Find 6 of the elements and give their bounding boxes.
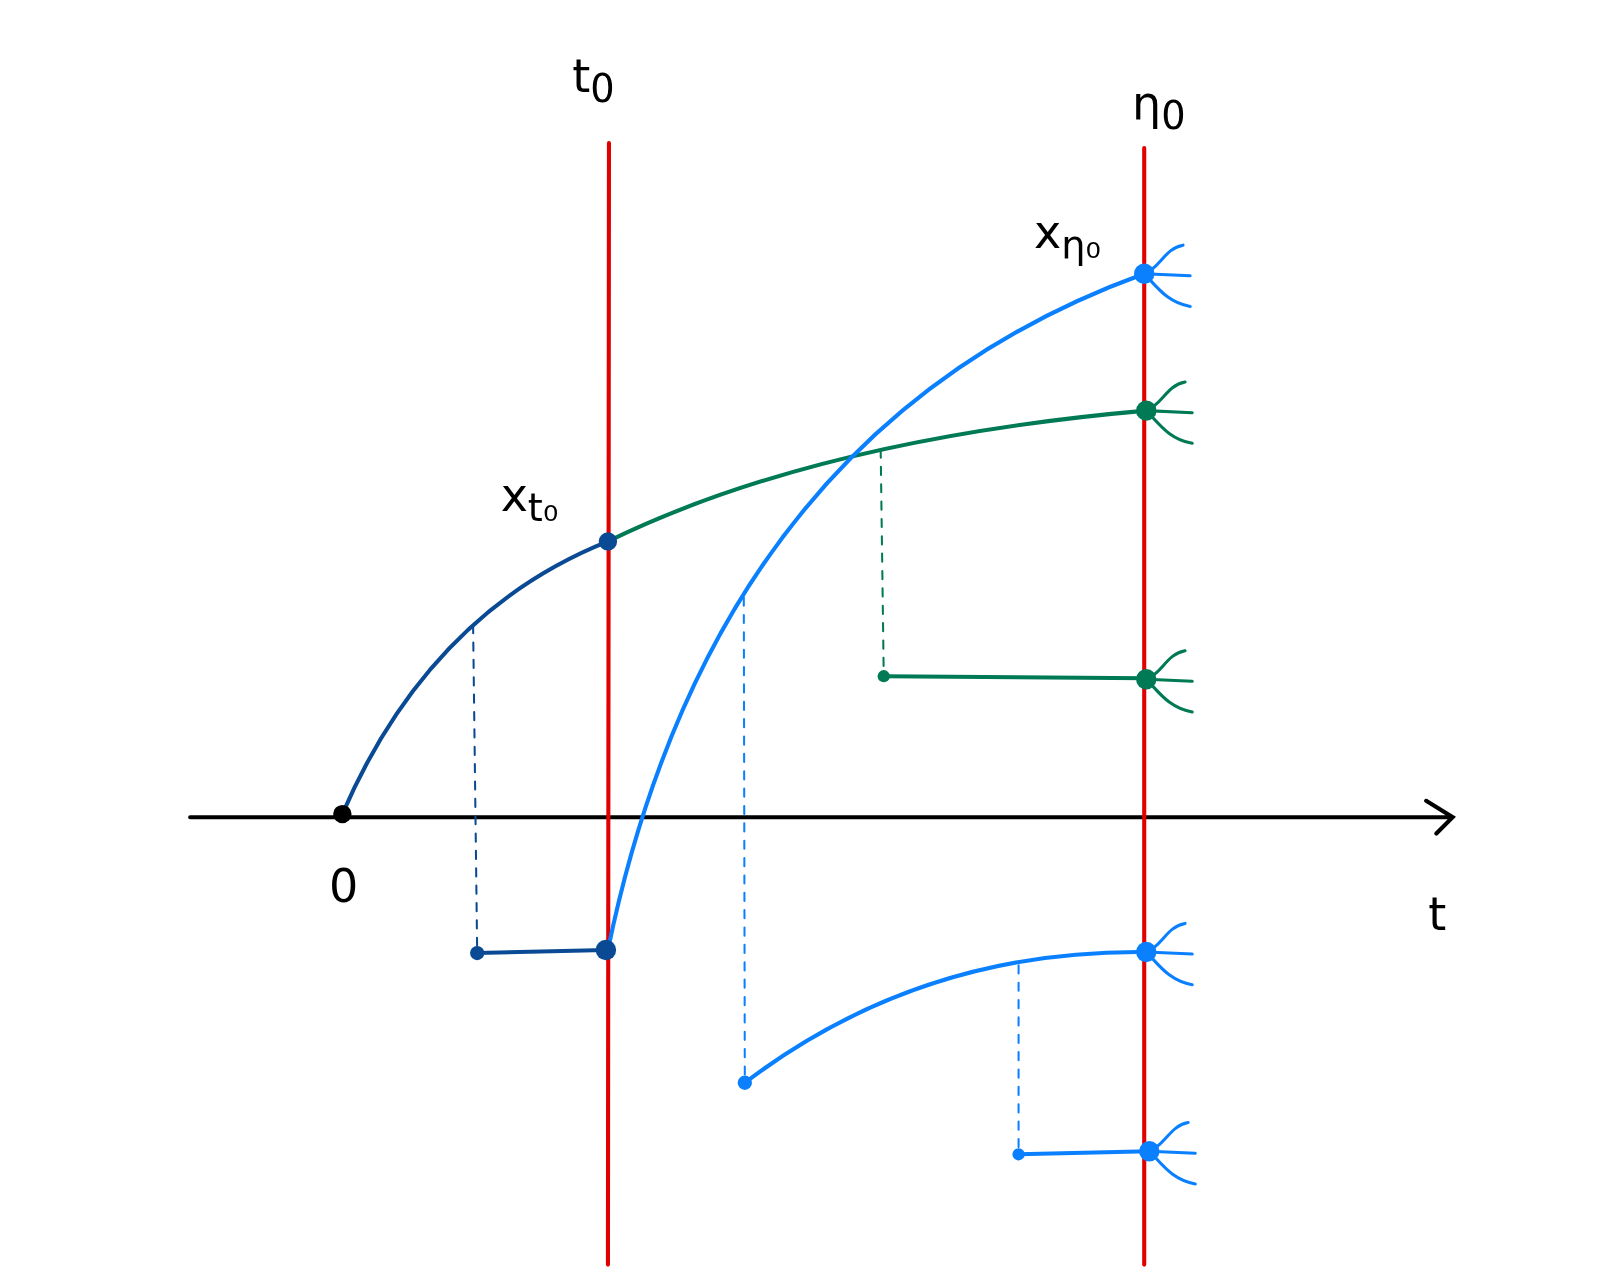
math-label: t$_{0}$ (572, 53, 615, 109)
math-label: 0 (328, 863, 359, 910)
math-label: x$_{t₀}$ (500, 471, 559, 528)
math-label: t (1428, 890, 1447, 937)
math-label: x$_{η₀}$ (1033, 209, 1101, 265)
math-label: η$_{0}$ (1132, 79, 1186, 136)
